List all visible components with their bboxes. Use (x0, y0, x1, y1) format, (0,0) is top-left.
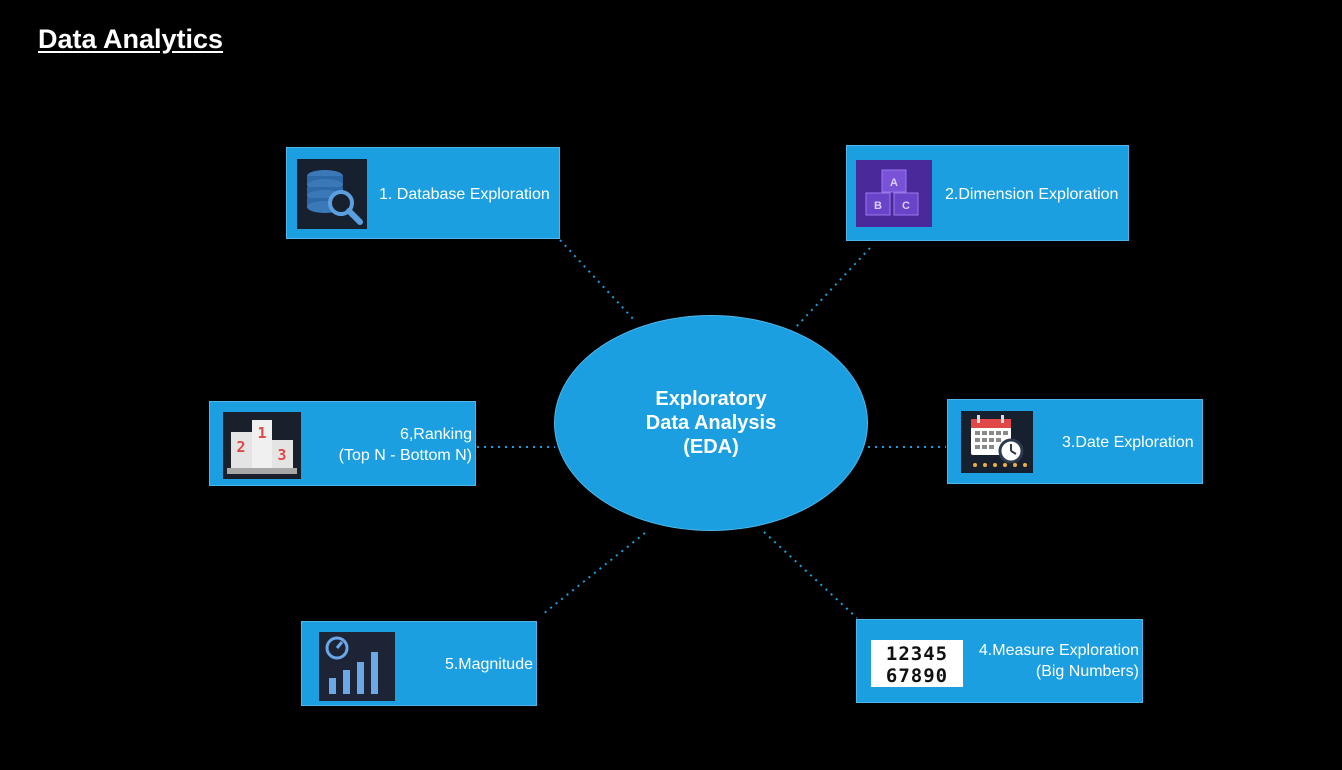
node-magnitude[interactable]: 5.Magnitude (301, 621, 537, 706)
eda-center-line-3: (EDA) (683, 436, 739, 458)
node-dimension-exploration[interactable]: A B C 2.Dimension Exploration (846, 145, 1129, 241)
podium-place-1: 1 (257, 424, 266, 442)
connector-dimension (794, 247, 871, 329)
podium-place-3: 3 (277, 446, 286, 464)
node-database-label: 1. Database Exploration (379, 184, 550, 205)
node-ranking-line-1: 6,Ranking (399, 426, 472, 443)
abc-block-letter-a: A (890, 177, 898, 189)
connector-database (559, 239, 637, 323)
eda-center-node[interactable]: Exploratory Data Analysis (EDA) (554, 315, 868, 531)
eda-center-line-2: Data Analysis (645, 412, 777, 434)
abc-block-letter-c: C (902, 200, 910, 212)
node-magnitude-line-1: 5.Magnitude (444, 656, 533, 673)
abc-block-letter-b: B (874, 200, 882, 212)
node-ranking-line-2: (Top N - Bottom N) (338, 447, 472, 464)
node-date-line-1: 3.Date Exploration (1062, 434, 1194, 451)
connector-measure (763, 531, 858, 619)
node-date-label: 3.Date Exploration (1062, 432, 1194, 453)
node-ranking[interactable]: 1 2 3 6,Ranking (Top N - Bottom N) (209, 401, 476, 486)
node-database-exploration[interactable]: 1. Database Exploration (286, 147, 560, 239)
big-numbers-row-2: 67890 (886, 665, 948, 687)
node-database-line-1: 1. Database Exploration (379, 186, 550, 203)
big-numbers-icon: 12345 67890 (871, 640, 963, 687)
node-dimension-line-1: 2.Dimension Exploration (945, 186, 1119, 203)
node-measure-line-2: (Big Numbers) (1035, 663, 1139, 680)
podium-place-2: 2 (236, 438, 245, 456)
podium-icon: 1 2 3 (223, 412, 301, 479)
node-date-exploration[interactable]: 3.Date Exploration (947, 399, 1203, 484)
abc-blocks-icon: A B C (856, 160, 932, 227)
page-title: Data Analytics (38, 24, 224, 54)
big-numbers-row-1: 12345 (886, 643, 948, 665)
node-measure-exploration[interactable]: 12345 67890 4.Measure Exploration (Big N… (856, 619, 1143, 703)
calendar-clock-icon (961, 411, 1033, 473)
node-dimension-label: 2.Dimension Exploration (945, 184, 1118, 205)
node-measure-label: 4.Measure Exploration (Big Numbers) (979, 640, 1139, 682)
node-magnitude-label: 5.Magnitude (445, 654, 533, 675)
node-measure-line-1: 4.Measure Exploration (978, 642, 1139, 659)
bar-chart-gauge-icon (319, 632, 395, 701)
connector-magnitude (542, 532, 646, 615)
node-ranking-label: 6,Ranking (Top N - Bottom N) (339, 424, 472, 466)
eda-center-line-1: Exploratory (655, 388, 767, 410)
database-search-icon (297, 159, 367, 229)
eda-center-label: Exploratory Data Analysis (EDA) (646, 387, 776, 459)
